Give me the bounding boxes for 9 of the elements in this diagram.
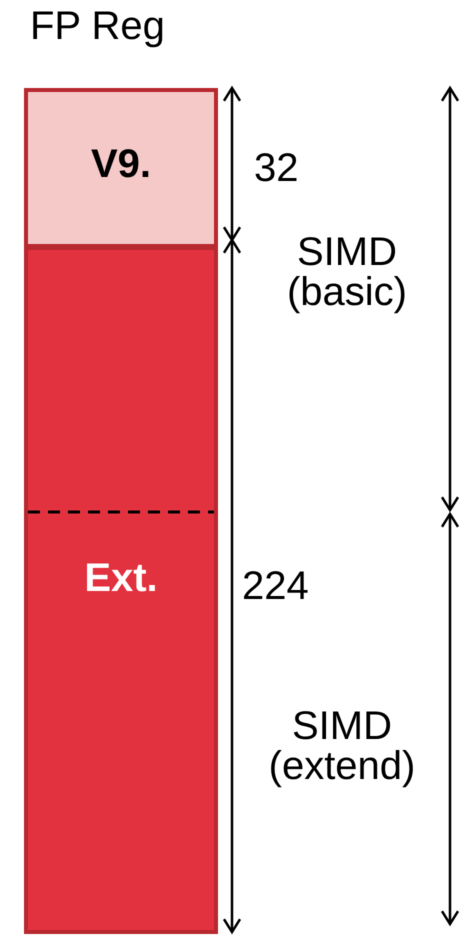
section-label: Ext. <box>84 558 158 598</box>
dimension-label: SIMD (basic) <box>286 232 408 312</box>
register-section <box>28 92 214 244</box>
dimension-label: SIMD (extend) <box>268 706 416 786</box>
dimension-label: 32 <box>254 148 298 188</box>
register-section <box>28 250 214 930</box>
dimension-label: 224 <box>242 566 309 606</box>
title: FP Reg <box>30 6 165 46</box>
section-label: V9. <box>90 144 152 184</box>
